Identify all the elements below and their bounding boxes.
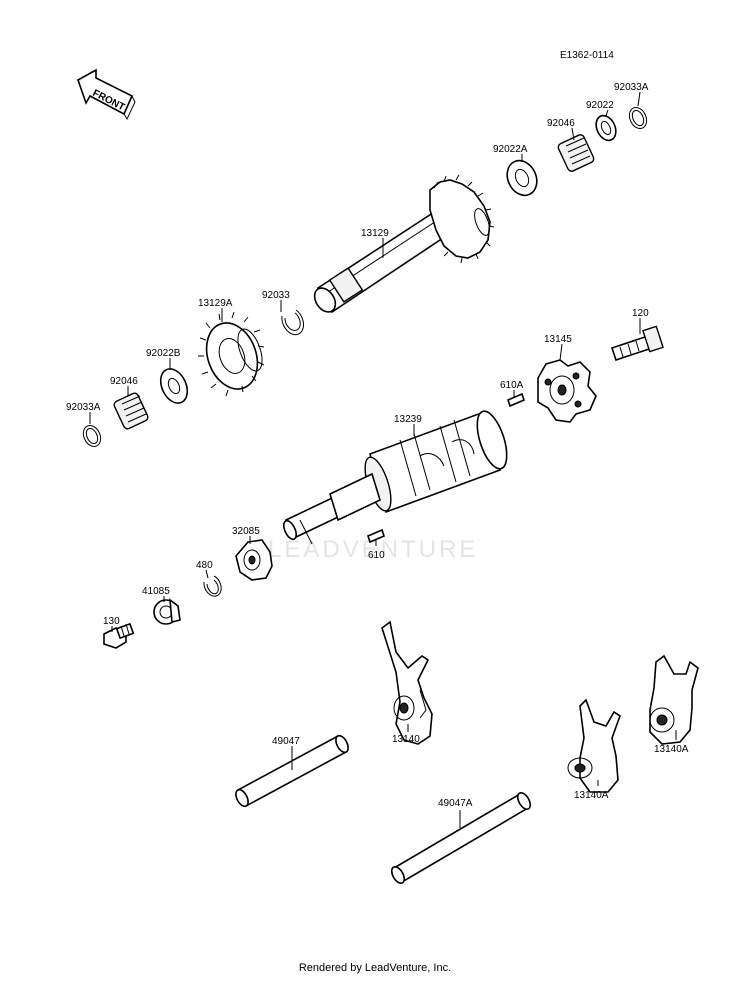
callout-13140: 13140	[392, 734, 420, 745]
bolt-120	[610, 325, 664, 362]
callout-13129: 13129	[361, 228, 389, 239]
drum-cam-13145	[537, 359, 597, 423]
needle-bearing-92046-top	[557, 134, 595, 172]
shift-fork-13140	[381, 620, 433, 745]
circlip-92033a-left	[82, 424, 102, 448]
washer-92022a	[506, 159, 538, 197]
callout-labels: 92033A 92022 92046 92022A 13129 92033 13…	[66, 82, 689, 809]
shift-fork-13140a-middle	[567, 698, 621, 793]
washer-92022b	[159, 368, 189, 404]
callout-13140a-middle: 13140A	[574, 790, 609, 801]
callout-480: 480	[196, 560, 213, 571]
callout-92046-left: 92046	[110, 376, 138, 387]
shift-fork-13140a-right	[649, 654, 699, 745]
holder-32085	[235, 539, 273, 581]
pin-610	[367, 528, 385, 544]
needle-bearing-92046-left	[113, 392, 149, 430]
front-arrow-icon: FRONT	[77, 68, 136, 121]
callout-13129a: 13129A	[198, 298, 233, 309]
washer-92022	[595, 114, 617, 142]
callout-49047a: 49047A	[438, 798, 473, 809]
callout-610a: 610A	[500, 380, 524, 391]
callout-41085: 41085	[142, 586, 170, 597]
callout-13140a-right: 13140A	[654, 744, 689, 755]
callout-32085: 32085	[232, 526, 260, 537]
callout-49047: 49047	[272, 736, 300, 747]
gear-13129a	[198, 311, 265, 397]
callout-120: 120	[632, 308, 649, 319]
diagram-reference-code: E1362-0114	[560, 50, 614, 61]
shift-rod-49047	[235, 734, 349, 808]
callout-92033: 92033	[262, 290, 290, 301]
callout-130: 130	[103, 616, 120, 627]
circlip-92033a-top	[628, 106, 648, 130]
shaft-13129	[313, 174, 495, 314]
callout-13239: 13239	[394, 414, 422, 425]
leader-lines	[89, 91, 677, 828]
callout-92022a: 92022A	[493, 144, 528, 155]
callout-13145: 13145	[544, 334, 572, 345]
callout-610: 610	[368, 550, 385, 561]
shift-drum-13239	[283, 410, 508, 545]
callout-92022b: 92022B	[146, 348, 181, 359]
callout-92033a-left: 92033A	[66, 402, 101, 413]
collar-41085	[153, 598, 181, 625]
callout-92046-top: 92046	[547, 118, 575, 129]
circlip-480	[203, 575, 222, 597]
callout-92033a-top: 92033A	[614, 82, 649, 93]
callout-92022: 92022	[586, 100, 614, 111]
footer-credit: Rendered by LeadVenture, Inc.	[298, 962, 452, 974]
circlip-92033	[281, 309, 305, 336]
shift-rod-49047a	[390, 792, 532, 884]
bolt-130	[103, 622, 135, 649]
pin-610a	[507, 392, 525, 408]
